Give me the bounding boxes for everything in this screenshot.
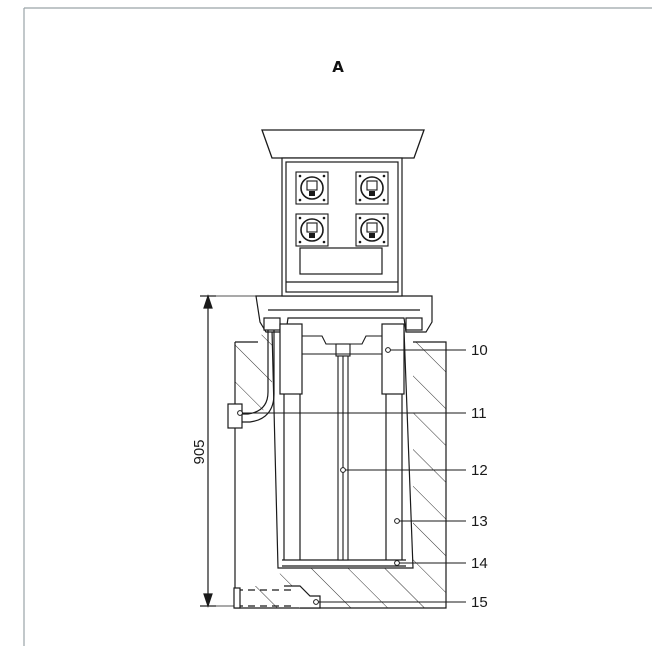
callout-group: 10 11 12 13 14 15 <box>237 342 488 611</box>
socket-group <box>295 171 389 247</box>
callout-13: 13 <box>394 513 488 530</box>
callout-number: 14 <box>471 555 488 572</box>
socket-icon <box>355 213 389 247</box>
callout-15: 15 <box>313 594 488 611</box>
floor-frame <box>255 295 433 333</box>
socket-icon <box>295 171 329 205</box>
page-frame <box>23 7 652 646</box>
socket-icon <box>355 171 389 205</box>
guide-rails <box>279 323 405 560</box>
lid <box>261 129 425 159</box>
figure-title: A <box>332 58 344 76</box>
drain <box>233 585 321 609</box>
callout-14: 14 <box>394 555 488 572</box>
dimension-905 <box>200 294 256 608</box>
callout-number: 13 <box>471 513 488 530</box>
dimension-label: 905 <box>191 439 208 464</box>
callout-number: 15 <box>471 594 488 611</box>
callout-12: 12 <box>340 462 488 479</box>
callout-11: 11 <box>237 405 487 422</box>
gas-spring <box>302 335 382 561</box>
callout-10: 10 <box>385 342 488 359</box>
callout-number: 10 <box>471 342 488 359</box>
callout-number: 12 <box>471 462 488 479</box>
socket-icon <box>295 213 329 247</box>
callout-number: 11 <box>471 405 487 422</box>
